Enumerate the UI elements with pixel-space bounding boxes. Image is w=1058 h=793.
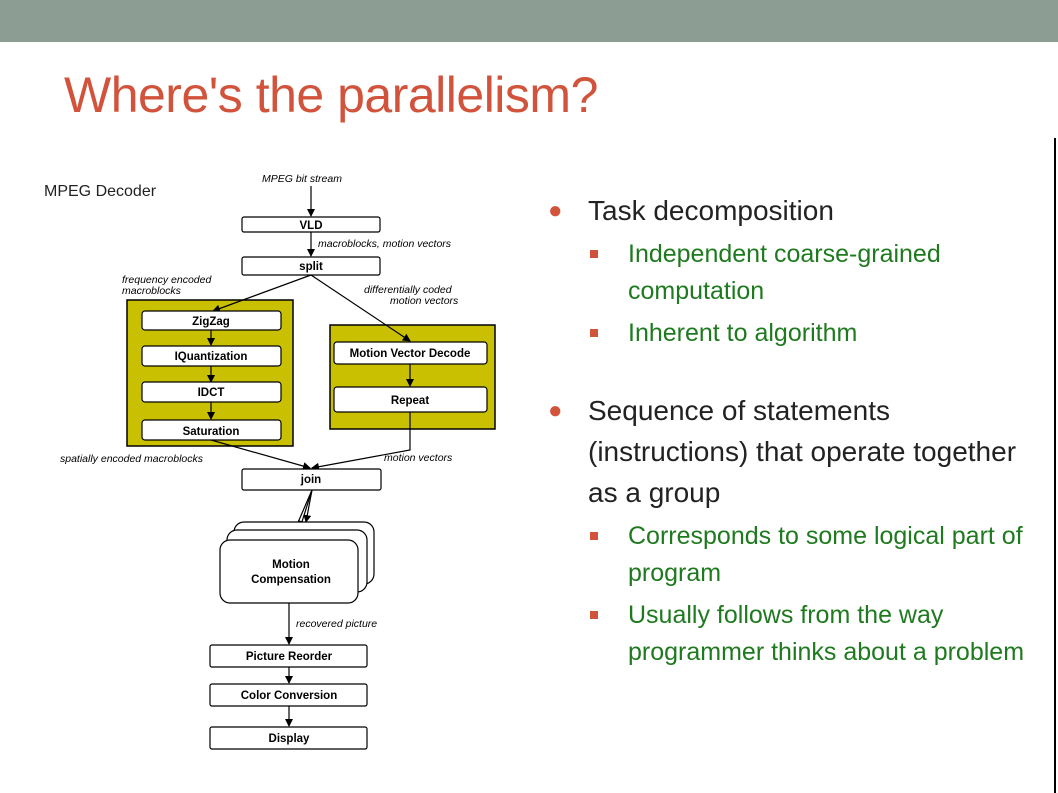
svg-text:Motion: Motion: [272, 559, 310, 571]
label-differentially-coded-motion-vectors: motion vectors: [390, 295, 459, 307]
label-recovered-picture: recovered picture: [296, 618, 377, 630]
bullet-dot-icon: ●: [548, 397, 563, 424]
right-border-line: [1054, 138, 1056, 793]
sub-bullet-item: Usually follows from the way programmer …: [548, 597, 1048, 671]
bullet-text: Sequence of statements (instructions) th…: [588, 395, 1017, 508]
sub-bullet-item: Independent coarse-grained computation: [548, 236, 1048, 310]
sub-bullet-item: Inherent to algorithm: [548, 315, 1048, 352]
svg-text:IQuantization: IQuantization: [175, 351, 248, 363]
node-vld: VLD: [241, 216, 381, 233]
label-macroblocks-motion-vectors: macroblocks, motion vectors: [318, 238, 452, 250]
node-iquantization: IQuantization: [141, 345, 282, 367]
node-repeat: Repeat: [333, 386, 488, 413]
svg-text:Saturation: Saturation: [183, 426, 240, 438]
label-spatially-encoded-macroblocks: spatially encoded macroblocks: [60, 453, 204, 465]
bullet-dot-icon: ●: [548, 197, 563, 224]
svg-text:VLD: VLD: [300, 220, 323, 232]
svg-text:split: split: [299, 261, 323, 273]
svg-text:Motion Vector Decode: Motion Vector Decode: [350, 348, 471, 360]
diagram-title: MPEG Decoder: [44, 183, 157, 200]
node-color-conversion: Color Conversion: [209, 683, 368, 707]
svg-text:Display: Display: [269, 733, 311, 745]
sub-bullet-text: Usually follows from the way programmer …: [628, 601, 1025, 666]
svg-text:ZigZag: ZigZag: [192, 316, 230, 328]
mpeg-decoder-diagram: MPEG Decoder VLD split ZigZag IQuantizat…: [44, 173, 496, 750]
edge-split-mvd: [310, 274, 411, 342]
svg-text:join: join: [300, 474, 321, 486]
svg-text:Color Conversion: Color Conversion: [241, 690, 337, 702]
label-frequency-encoded-macroblocks: macroblocks: [122, 285, 182, 297]
svg-text:IDCT: IDCT: [198, 387, 225, 399]
square-bullet-icon: [590, 532, 598, 540]
sub-bullet-text: Inherent to algorithm: [628, 319, 858, 347]
node-idct: IDCT: [141, 381, 282, 403]
bullet-item: ● Task decomposition: [548, 190, 1048, 231]
node-saturation: Saturation: [141, 419, 282, 441]
edge-repeat-join: [311, 412, 411, 471]
bullet-list: ● Task decomposition Independent coarse-…: [548, 190, 1048, 671]
label-motion-vectors: motion vectors: [384, 452, 453, 464]
label-differentially-coded: differentially coded: [364, 284, 453, 296]
svg-text:Repeat: Repeat: [391, 395, 430, 407]
node-display: Display: [209, 726, 368, 750]
sub-bullet-text: Independent coarse-grained computation: [628, 240, 941, 305]
square-bullet-icon: [590, 611, 598, 619]
sub-bullet-item: Corresponds to some logical part of prog…: [548, 518, 1048, 592]
node-motion-vector-decode: Motion Vector Decode: [333, 341, 488, 365]
node-motion-compensation: Motion Compensation: [219, 539, 359, 604]
svg-text:Compensation: Compensation: [251, 574, 331, 586]
motion-vector-group: [329, 324, 496, 430]
bullet-item: ● Sequence of statements (instructions) …: [548, 390, 1048, 513]
bullet-text: Task decomposition: [588, 195, 834, 226]
svg-text:Picture Reorder: Picture Reorder: [246, 651, 333, 663]
label-frequency-encoded: frequency encoded: [122, 274, 212, 286]
node-zigzag: ZigZag: [141, 310, 282, 331]
node-picture-reorder: Picture Reorder: [209, 644, 368, 668]
square-bullet-icon: [590, 250, 598, 258]
label-mpeg-bit-stream: MPEG bit stream: [262, 173, 342, 185]
edge-saturation-join: [210, 439, 311, 470]
edge-join-mc-3: [303, 489, 313, 523]
square-bullet-icon: [590, 329, 598, 337]
node-split: split: [241, 256, 381, 276]
node-join: join: [241, 468, 382, 491]
sub-bullet-text: Corresponds to some logical part of prog…: [628, 522, 1023, 587]
top-bar: [0, 0, 1058, 42]
slide-title: Where's the parallelism?: [64, 67, 598, 123]
edge-split-zigzag: [212, 274, 312, 313]
